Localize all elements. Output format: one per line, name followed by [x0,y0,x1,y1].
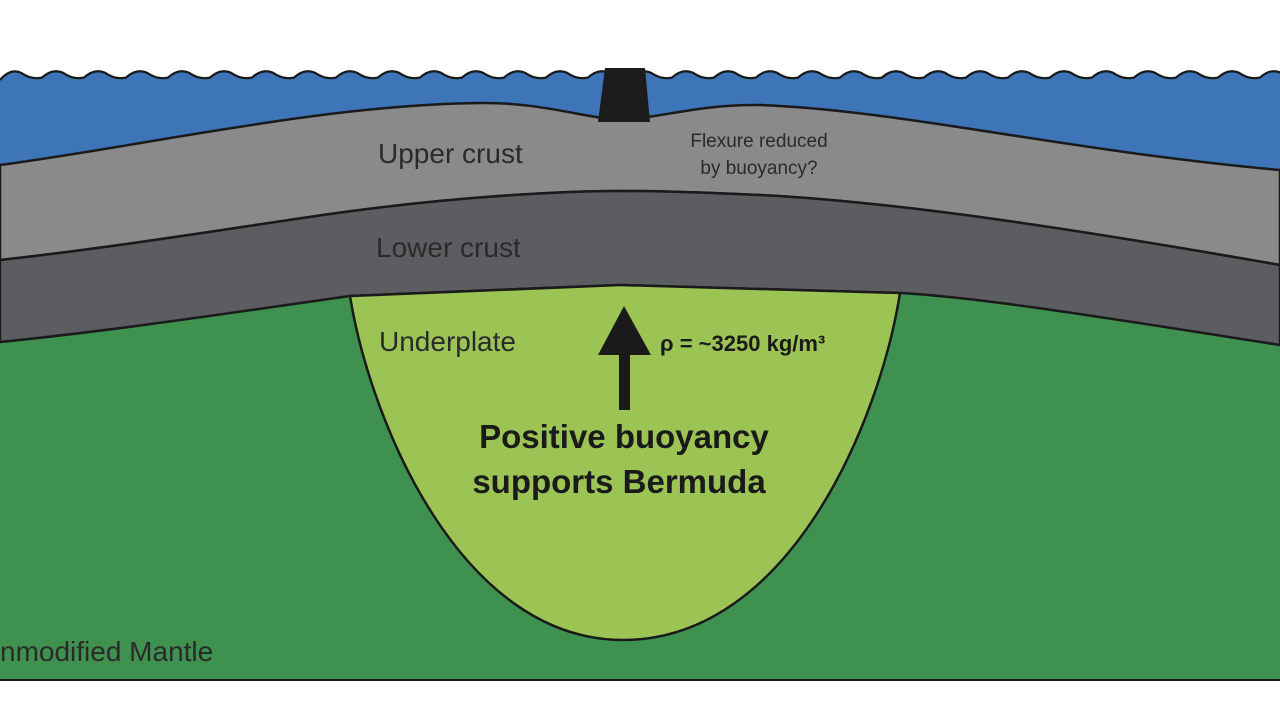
density-annotation: ρ = ~3250 kg/m³ [660,331,825,356]
buoyancy-annotation-line1: Positive buoyancy [479,418,769,455]
mantle-label: nmodified Mantle [0,636,213,667]
bermuda-island [598,68,650,122]
ocean-surface-wave [0,70,1280,81]
lower-crust-label: Lower crust [376,232,521,263]
buoyancy-annotation-line2: supports Bermuda [472,463,766,500]
up-arrow-icon [598,306,651,410]
flexure-annotation-line1: Flexure reduced [690,131,827,152]
underplate-label: Underplate [379,326,516,357]
underplate-body [348,283,902,642]
flexure-annotation-line2: by buoyancy? [700,158,817,179]
upper-crust-label: Upper crust [378,138,523,169]
